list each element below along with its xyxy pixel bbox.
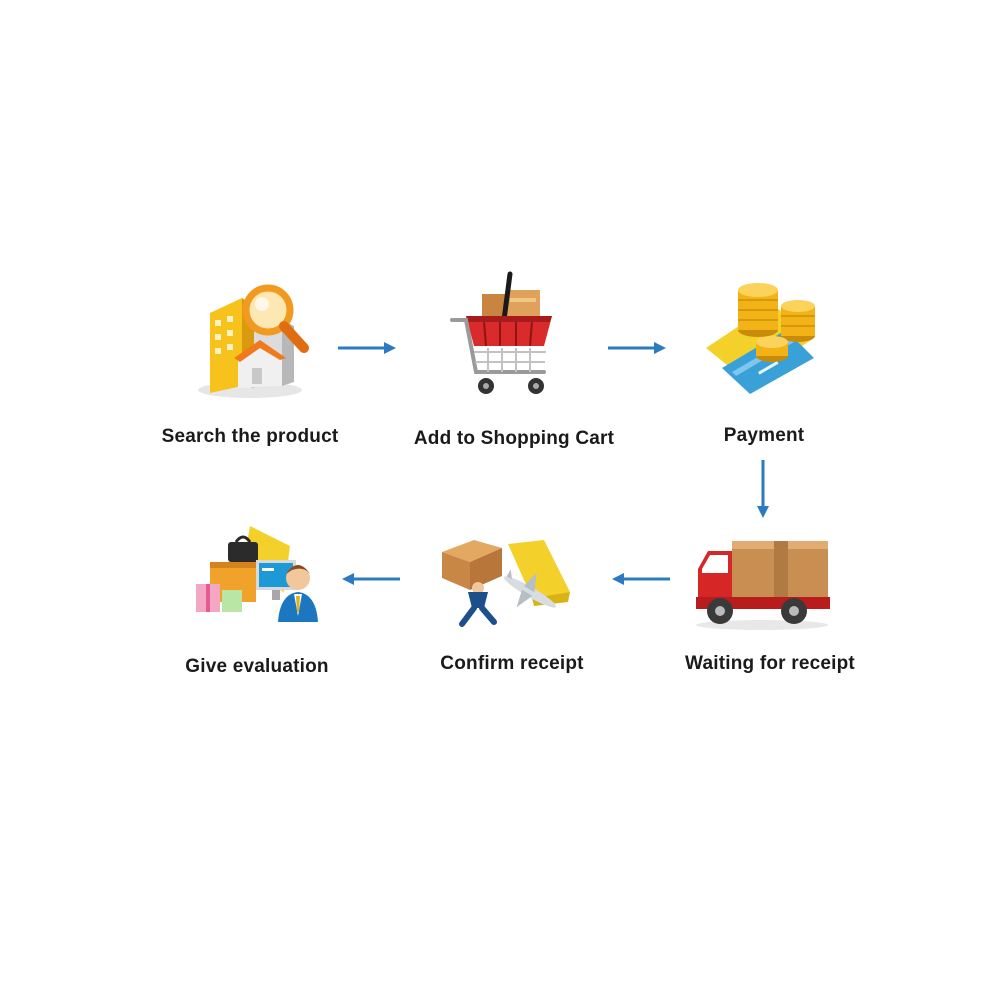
arrow-right-2: [608, 342, 666, 354]
step-label-search: Search the product: [161, 426, 339, 447]
shopping-cart-icon: [450, 271, 552, 394]
customer-review-icon: [196, 526, 318, 622]
step-label-waiting: Waiting for receipt: [685, 653, 855, 674]
arrow-right-1: [338, 342, 396, 354]
arrow-down: [757, 460, 769, 518]
step-label-evaluation: Give evaluation: [185, 656, 329, 677]
arrow-left-2: [342, 573, 400, 585]
payment-coins-card-icon: [706, 283, 815, 394]
search-product-icon: [198, 284, 309, 398]
courier-parcel-plane-icon: [442, 540, 570, 627]
step-label-payment: Payment: [723, 425, 805, 446]
step-label-cart: Add to Shopping Cart: [413, 428, 615, 449]
delivery-truck-icon: [696, 541, 830, 630]
step-label-confirm: Confirm receipt: [440, 653, 584, 674]
arrow-left-1: [612, 573, 670, 585]
